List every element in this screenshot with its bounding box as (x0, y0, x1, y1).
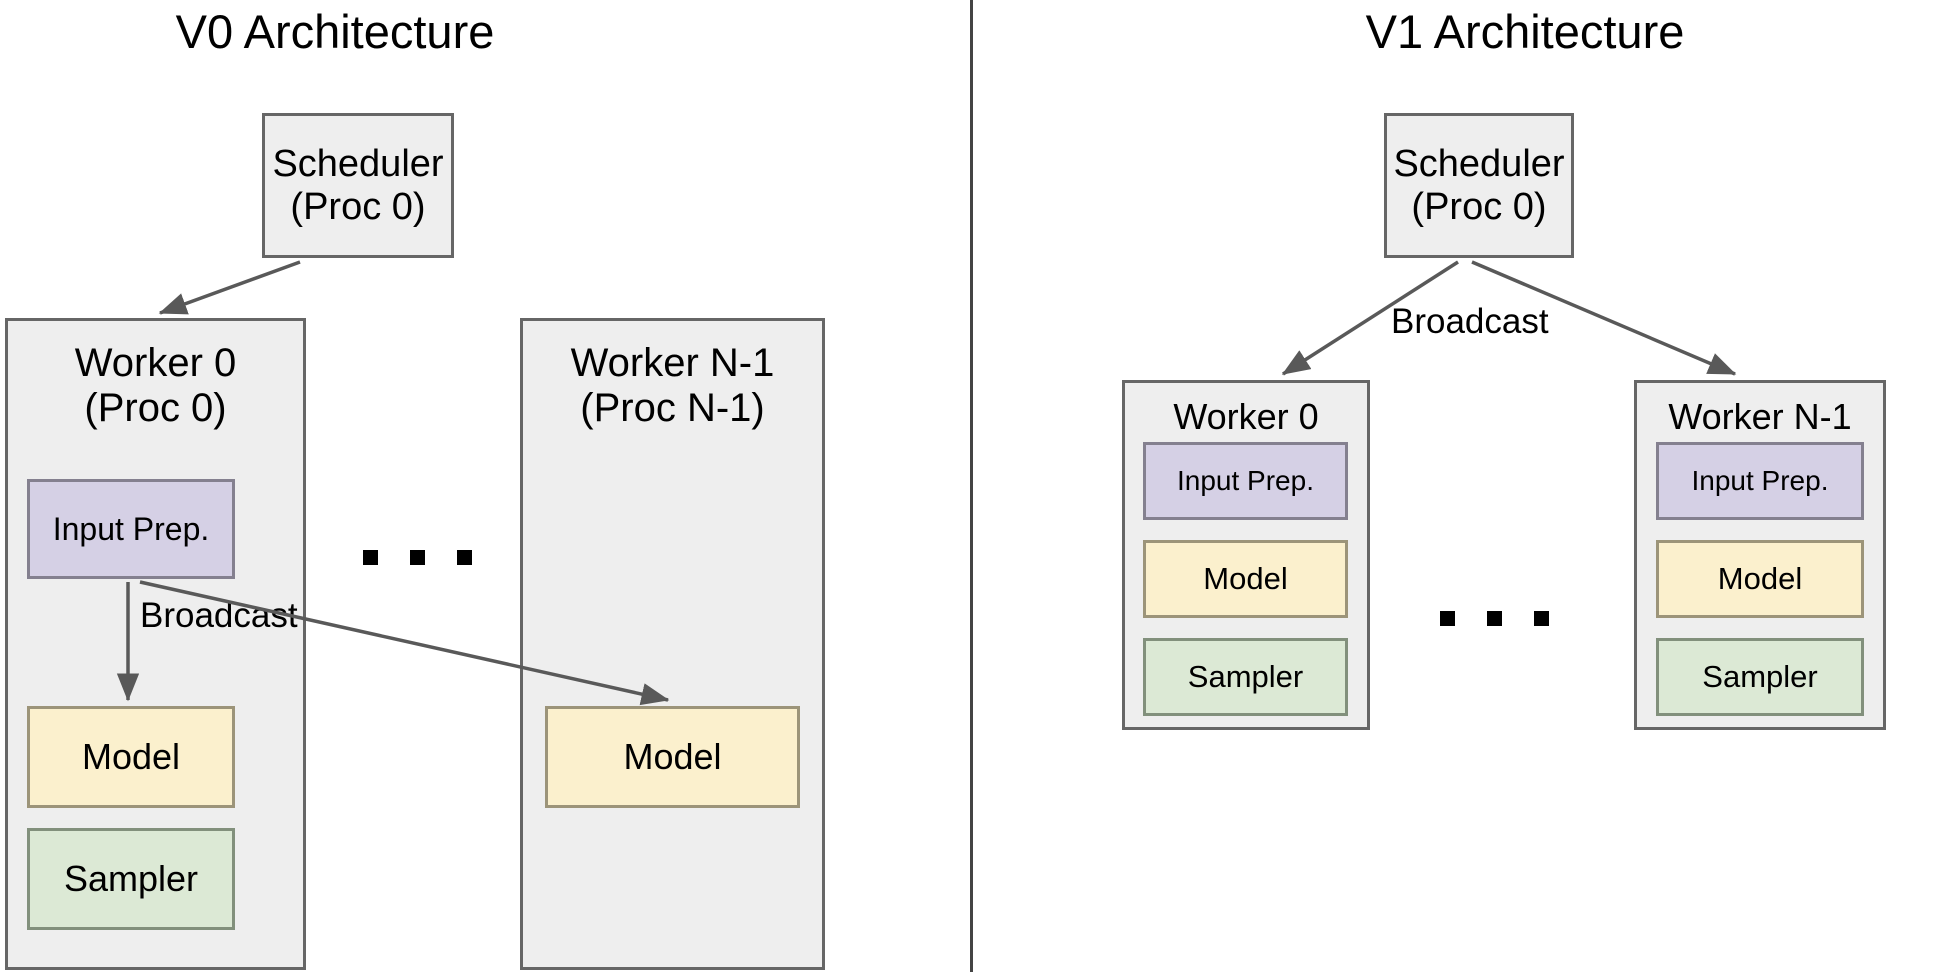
v0-ellipsis-dot (457, 550, 472, 565)
v1-scheduler-box[interactable]: Scheduler (Proc 0) (1384, 113, 1574, 258)
v1-ellipsis-dot (1440, 611, 1455, 626)
v0-worker-n1-model[interactable]: Model (545, 706, 800, 808)
v0-worker-0-line1: Worker 0 (74, 341, 237, 385)
v1-worker-0-line1: Worker 0 (1173, 396, 1319, 437)
v1-scheduler-line2: (Proc 0) (1411, 185, 1547, 228)
v0-worker-0-sampler[interactable]: Sampler (27, 828, 235, 930)
v0-panel-title: V0 Architecture (175, 5, 495, 58)
v1-worker-n1-input-prep[interactable]: Input Prep. (1656, 442, 1864, 520)
panel-divider (970, 0, 973, 972)
v1-worker-0-model[interactable]: Model (1143, 540, 1348, 618)
v0-ellipsis (363, 550, 472, 565)
v0-worker-0-input-prep[interactable]: Input Prep. (27, 479, 235, 579)
v1-worker-0-input-prep[interactable]: Input Prep. (1143, 442, 1348, 520)
v1-worker-0-sampler[interactable]: Sampler (1143, 638, 1348, 716)
v0-worker-0-line2: (Proc 0) (84, 385, 227, 430)
v0-worker-n1-line1: Worker N-1 (570, 341, 775, 385)
v0-worker-n1-box[interactable]: Worker N-1 (Proc N-1) (520, 318, 825, 970)
v0-scheduler-line1: Scheduler (272, 142, 444, 185)
v1-worker-n1-sampler[interactable]: Sampler (1656, 638, 1864, 716)
v1-panel-title: V1 Architecture (1365, 5, 1685, 58)
v1-ellipsis-dot (1487, 611, 1502, 626)
v0-broadcast-label: Broadcast (140, 596, 298, 635)
v1-worker-n1-line1: Worker N-1 (1668, 396, 1852, 437)
v0-arrow-scheduler-to-worker0 (158, 260, 301, 315)
v0-worker-n1-line2: (Proc N-1) (580, 385, 765, 430)
v1-worker-n1-model[interactable]: Model (1656, 540, 1864, 618)
v1-scheduler-line1: Scheduler (1393, 142, 1565, 185)
v0-ellipsis-dot (363, 550, 378, 565)
v0-ellipsis-dot (410, 550, 425, 565)
v1-broadcast-label: Broadcast (1391, 302, 1549, 341)
v0-scheduler-box[interactable]: Scheduler (Proc 0) (262, 113, 454, 258)
v1-ellipsis-dot (1534, 611, 1549, 626)
v0-scheduler-line2: (Proc 0) (290, 185, 426, 228)
v0-worker-0-model[interactable]: Model (27, 706, 235, 808)
v1-ellipsis (1440, 611, 1549, 626)
